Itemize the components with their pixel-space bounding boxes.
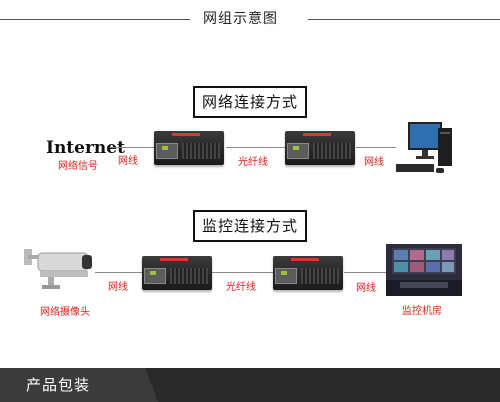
media-converter-icon [142,256,212,290]
header-rule-right [308,19,500,20]
media-converter-icon [273,256,343,290]
network-cable-label-2: 网线 [364,157,384,168]
computer-icon [396,122,452,173]
internet-signal-label: 网络信号 [58,161,98,172]
media-converter-icon [285,131,355,165]
media-converter-icon [154,131,224,165]
page-title: 网组示意图 [203,11,278,27]
monitoring-fiber-label: 光纤线 [226,282,256,293]
camera-icon [24,249,92,289]
monitoring-cable-label-2: 网线 [356,283,376,294]
monitoring-cable-line-2 [344,272,386,273]
internet-label: Internet [46,138,125,158]
monitoring-room-label: 监控机房 [402,306,442,317]
footer-tab [0,368,158,402]
footer-bar: 产品包装 [0,368,500,402]
network-cable-label-1: 网线 [118,156,138,167]
network-cable-line-1 [110,147,155,148]
network-connection-title: 网络连接方式 [193,86,307,118]
network-fiber-label: 光纤线 [238,157,268,168]
monitoring-fiber-line [212,272,274,273]
monitoring-cable-label-1: 网线 [108,282,128,293]
network-fiber-line [226,147,286,148]
header-rule-left [0,19,190,20]
camera-label: 网络摄像头 [40,307,90,318]
monitoring-room-icon [386,244,462,296]
monitoring-cable-line-1 [95,272,143,273]
monitoring-connection-title: 监控连接方式 [193,210,307,242]
network-cable-line-2 [356,147,396,148]
footer-title: 产品包装 [26,376,91,394]
